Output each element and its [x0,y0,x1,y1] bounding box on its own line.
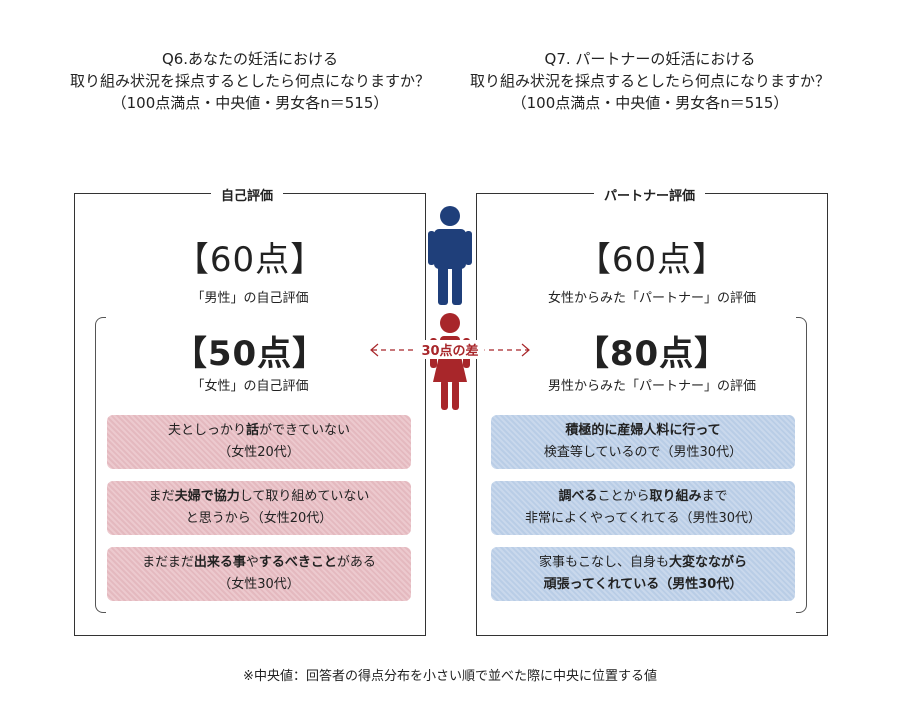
double-arrow-icon [370,343,530,357]
self-panel-title: 自己評価 [211,185,284,204]
quote-line: 積極的に産婦人料に行って [565,423,721,438]
female-partner-score: 【60点】 [576,240,728,280]
difference-label: 30点の差 [415,340,485,359]
self-quote-2: まだ夫婦で協力して取り組めていない と思うから（女性20代） [107,481,411,535]
quote-line: 頑張ってくれている（男性30代） [543,577,743,592]
q6-line3: （100点満点・中央値・男女各n＝515） [111,94,389,112]
self-quote-3: まだまだ出来る事やするべきことがある （女性30代） [107,547,411,601]
q7-line1: Q7. パートナーの妊活における [544,50,756,68]
partner-evaluation-panel: パートナー評価 【60点】 女性からみた「パートナー」の評価 【80点】 男性か… [476,185,828,636]
q6-line2: 取り組み状況を採点するとしたら何点になりますか？ [69,72,430,90]
partner-bracket [796,317,807,613]
partner-quote-1: 積極的に産婦人料に行って 検査等しているので（男性30代） [491,415,795,469]
quote-line: 夫としっかり話ができていない [167,423,351,438]
quote-line: 非常によくやってくれてる（男性30代） [524,511,762,526]
q7-line2: 取り組み状況を採点するとしたら何点になりますか？ [469,72,830,90]
female-person-icon [430,313,470,410]
male-person-icon [428,206,472,305]
score-difference: 30点の差 [368,340,532,360]
self-quote-1: 夫としっかり話ができていない （女性20代） [107,415,411,469]
self-bracket [95,317,106,613]
partner-panel-title: パートナー評価 [594,185,706,204]
footnote: ※中央値：回答者の得点分布を小さい順で並べた際に中央に位置する値 [243,669,657,684]
quote-line: 家事もこなし、自身も大変なながら [538,555,748,570]
q6-heading: Q6.あなたの妊活における 取り組み状況を採点するとしたら何点になりますか？ （… [40,48,460,114]
female-self-score: 【50点】 [172,334,328,374]
quote-line: 調べることから取り組みまで [558,489,728,504]
q6-line1: Q6.あなたの妊活における [161,50,339,68]
self-evaluation-panel: 自己評価 【60点】 「男性」の自己評価 【50点】 「女性」の自己評価 夫とし… [74,185,426,636]
quote-line: （女性20代） [218,445,300,460]
quote-line: まだまだ出来る事やするべきことがある [142,555,376,570]
male-partner-caption: 男性からみた「パートナー」の評価 [547,379,756,394]
quote-line: 検査等しているので（男性30代） [543,445,743,460]
quote-line: まだ夫婦で協力して取り組めていない [148,489,370,504]
partner-quote-3: 家事もこなし、自身も大変なながら 頑張ってくれている（男性30代） [491,547,795,601]
quote-line: （女性30代） [218,577,300,592]
q7-heading: Q7. パートナーの妊活における 取り組み状況を採点するとしたら何点になりますか… [440,48,860,114]
partner-quote-2: 調べることから取り組みまで 非常によくやってくれてる（男性30代） [491,481,795,535]
male-partner-score: 【80点】 [574,334,730,374]
male-self-score: 【60点】 [174,240,326,280]
female-self-caption: 「女性」の自己評価 [191,379,309,394]
male-self-caption: 「男性」の自己評価 [191,291,309,306]
quote-line: と思うから（女性20代） [185,511,333,526]
female-partner-caption: 女性からみた「パートナー」の評価 [547,291,756,306]
q7-line3: （100点満点・中央値・男女各n＝515） [511,94,789,112]
